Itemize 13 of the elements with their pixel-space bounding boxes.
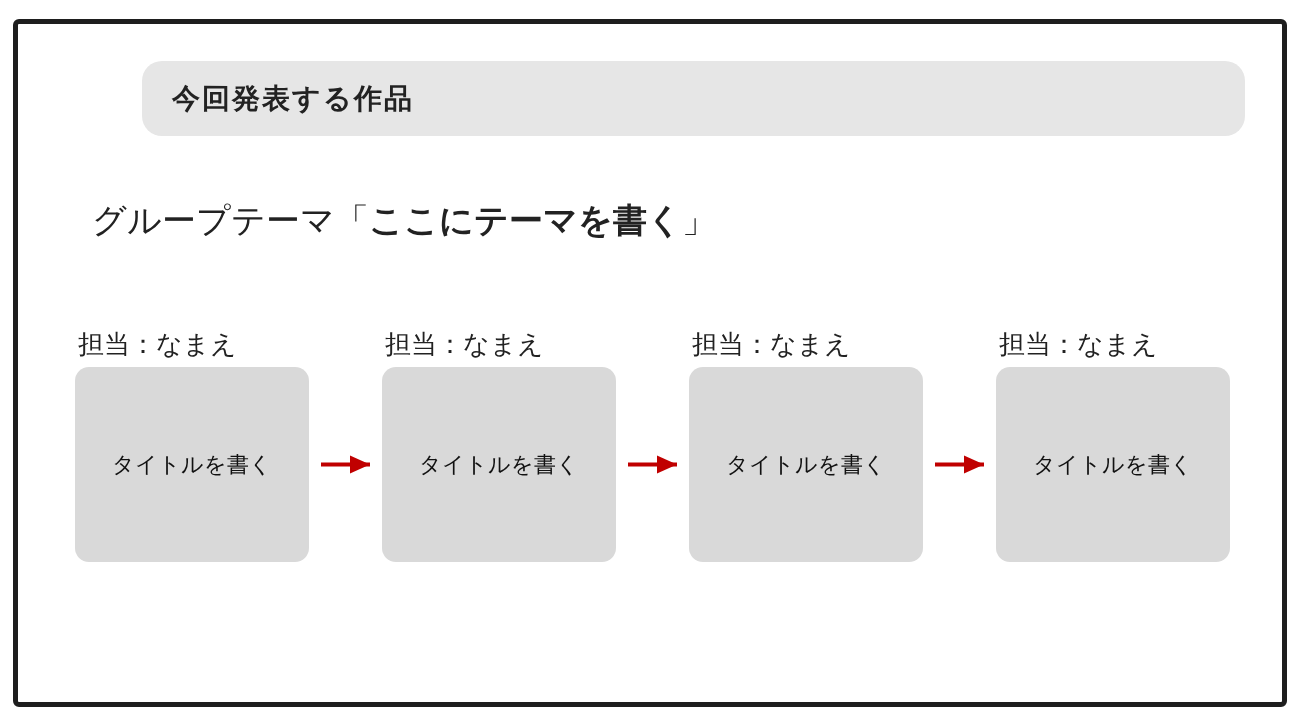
assignee-label: 担当：なまえ (999, 329, 1158, 361)
arrow (321, 455, 370, 474)
assignee-label: 担当：なまえ (692, 329, 851, 361)
assignee-label: 担当：なまえ (385, 329, 544, 361)
arrow (628, 455, 677, 474)
box-title: タイトルを書く (111, 451, 273, 478)
assignee-label: 担当：なまえ (78, 329, 237, 361)
box-title: タイトルを書く (725, 451, 887, 478)
arrow (935, 455, 984, 474)
slide-title: 今回発表する作品 (172, 81, 414, 116)
box-title: タイトルを書く (418, 451, 580, 478)
theme-heading: グループテーマ「ここにテーマを書く」 (92, 200, 716, 241)
box-title: タイトルを書く (1032, 451, 1194, 478)
